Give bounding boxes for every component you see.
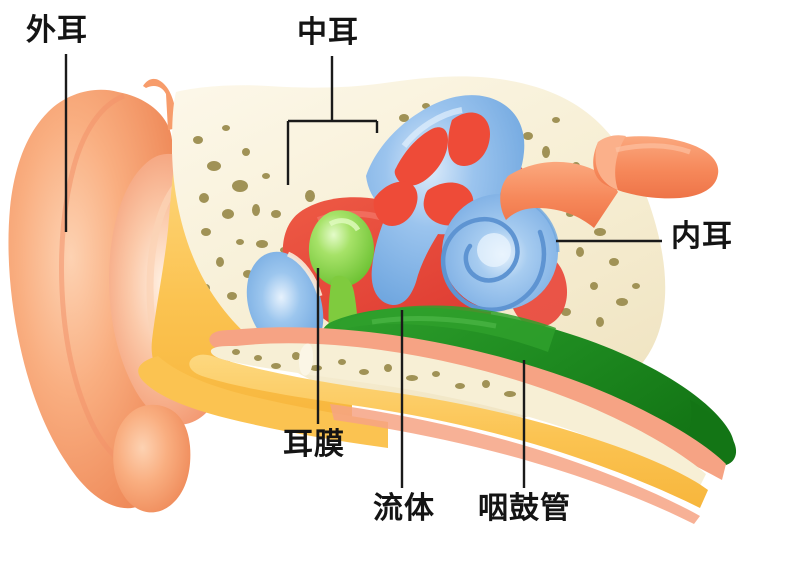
nerve-highlight — [615, 143, 691, 155]
ear-canal-upper-wall — [143, 78, 178, 130]
auditory-nerve-group — [500, 135, 719, 228]
eustachian-tube-highlight — [371, 316, 497, 329]
label-outer-ear: 外耳 — [26, 13, 88, 48]
cochlea-center-highlight — [477, 233, 511, 267]
pinna-helix-ridge — [59, 93, 132, 469]
lower-bone-notch — [298, 343, 314, 376]
auditory-nerve-internal — [500, 161, 618, 228]
mandible-salmon-underside — [330, 404, 700, 524]
ear-canal-floor — [138, 356, 388, 448]
leader-lines — [64, 54, 662, 488]
label-middle-ear: 中耳 — [297, 15, 359, 50]
cochlea-spiral — [441, 216, 547, 312]
label-inner-ear: 内耳 — [671, 219, 733, 254]
label-eustachian-tube: 咽鼓管 — [478, 491, 571, 526]
label-eardrum: 耳膜 — [283, 427, 345, 462]
scc-highlight — [401, 107, 463, 148]
ossicle-highlight — [328, 218, 361, 232]
label-fluid: 流体 — [373, 491, 435, 526]
earlobe — [113, 404, 191, 513]
cochlea-group — [441, 192, 560, 312]
leader-bracket-middle-ear — [286, 56, 379, 185]
